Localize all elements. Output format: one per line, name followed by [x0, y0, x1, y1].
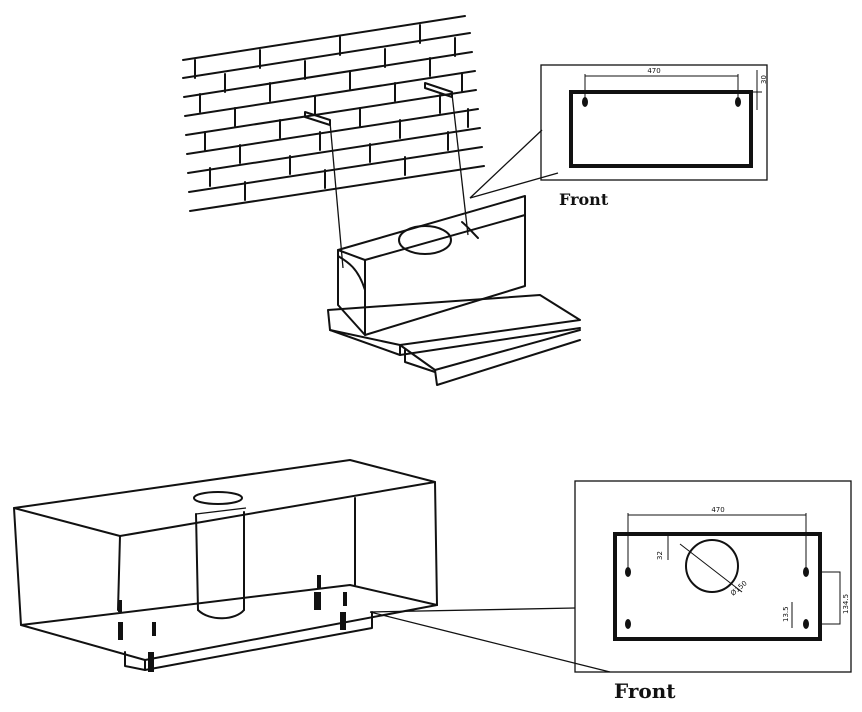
bottom-small-dim: 13.5 [782, 606, 790, 622]
screws [118, 575, 347, 672]
hanging-wire-left [329, 121, 344, 269]
bottom-width-dim: 470 [711, 506, 724, 514]
bottom-detail-callout [369, 480, 852, 673]
brick-wall [182, 15, 485, 212]
bottom-height-dim: 134.5 [842, 594, 850, 614]
top-front-label: Front [559, 190, 609, 209]
top-detail-callout [469, 64, 768, 199]
top-side-dim: 30 [760, 75, 768, 84]
bottom-offset-dim: 32 [656, 551, 664, 560]
top-width-dim: 470 [647, 67, 660, 75]
hanging-wire-right [451, 93, 469, 236]
range-hood-top [327, 195, 581, 386]
bottom-front-label: Front [614, 679, 676, 703]
range-hood-bottom [13, 459, 438, 671]
